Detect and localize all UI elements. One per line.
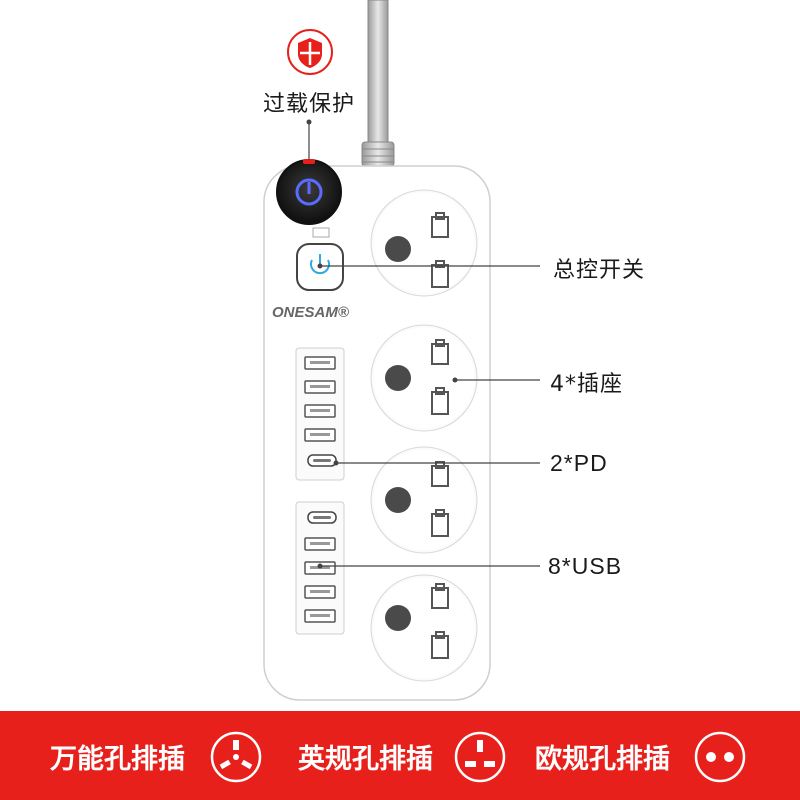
power-strip-illustration: ONESAM® bbox=[263, 0, 540, 701]
usb-ports-label: 8*USB bbox=[548, 553, 623, 579]
eu-socket-icon bbox=[694, 731, 746, 783]
uk-socket-label: 英规孔排插 bbox=[298, 744, 433, 775]
sockets-label: 4*插座 bbox=[550, 372, 623, 397]
overload-protection-label: 过载保护 bbox=[263, 92, 356, 117]
power-cord bbox=[361, 0, 395, 167]
universal-socket-label: 万能孔排插 bbox=[50, 744, 185, 775]
plug-type-bar: 万能孔排插 英规孔排插 欧规孔排插 bbox=[0, 711, 800, 800]
socket-2 bbox=[370, 324, 478, 432]
eu-socket-label: 欧规孔排插 bbox=[535, 744, 670, 775]
socket-3 bbox=[370, 446, 478, 554]
indicator-light bbox=[312, 227, 330, 238]
uk-socket-icon bbox=[454, 731, 506, 783]
overload-protection-button bbox=[276, 159, 342, 225]
universal-socket-icon bbox=[210, 731, 262, 783]
shield-icon bbox=[287, 29, 333, 75]
pd-ports-label: 2*PD bbox=[550, 450, 608, 476]
usb-panel-top bbox=[295, 347, 345, 481]
brand-logo: ONESAM® bbox=[272, 304, 350, 321]
socket-1 bbox=[370, 189, 478, 297]
master-switch-label: 总控开关 bbox=[553, 258, 646, 283]
callout-lines bbox=[308, 122, 540, 567]
socket-4 bbox=[370, 574, 478, 682]
